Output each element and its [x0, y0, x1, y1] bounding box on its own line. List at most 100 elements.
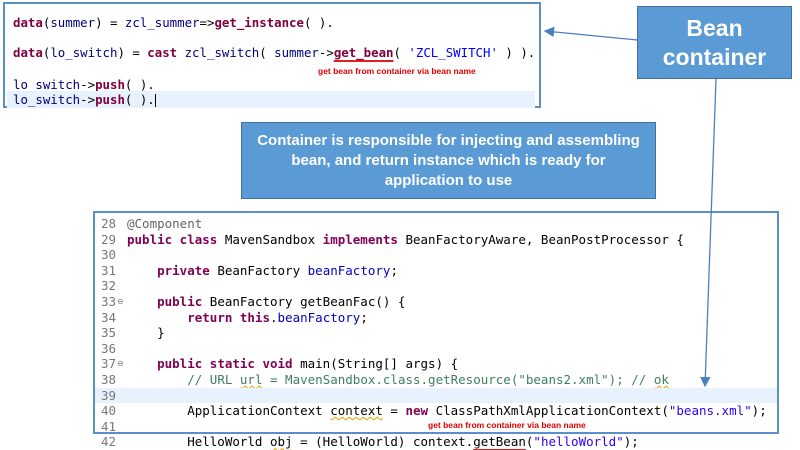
- abap-token: cast: [147, 45, 178, 60]
- abap-token: (: [42, 45, 51, 60]
- code-token: new: [405, 403, 429, 419]
- abap-token: summer: [50, 15, 96, 30]
- abap-token: ->: [80, 77, 96, 92]
- code-token: =: [382, 403, 406, 419]
- java-code-text: public BeanFactory getBeanFac() {: [127, 294, 405, 310]
- java-line-39: 39: [95, 387, 777, 404]
- abap-token: (: [42, 15, 51, 30]
- java-line-31: 31 private BeanFactory beanFactory;: [95, 263, 777, 279]
- java-line-40: 40 ApplicationContext context = new Clas…: [95, 403, 777, 419]
- java-code-text: private BeanFactory beanFactory;: [127, 263, 398, 279]
- abap-token: ( ).: [124, 77, 155, 92]
- code-token: @Component: [127, 216, 203, 231]
- java-line-33: 33⊖ public BeanFactory getBeanFac() {: [95, 294, 777, 310]
- code-token: // URL: [187, 372, 240, 387]
- abap-token: push: [95, 77, 125, 92]
- line-number: 37: [101, 356, 117, 372]
- abap-token: push: [95, 92, 125, 107]
- java-code-text: public static void main(String[] args) {: [127, 356, 458, 372]
- line-number: 39: [101, 387, 117, 403]
- code-token: BeanFactory: [209, 262, 308, 278]
- line-number: 33: [101, 294, 117, 309]
- abap-token: lo_switch: [13, 92, 81, 107]
- bean-container-line-1: Bean: [686, 14, 743, 41]
- code-token: public static void: [157, 356, 293, 372]
- java-code-text: public class MavenSandbox implements Bea…: [127, 232, 684, 248]
- abap-token: (: [393, 45, 409, 60]
- code-token: ;: [390, 262, 398, 278]
- abap-token: zcl_summer: [124, 15, 200, 30]
- description-callout: Container is responsible for injecting a…: [241, 122, 656, 199]
- java-code-text: // URL url = MavenSandbox.class.getResou…: [127, 372, 669, 388]
- text-cursor: [154, 94, 156, 107]
- java-line-28: 28 @Component: [95, 216, 777, 232]
- abap-line-4: lo_switch->push( ).: [7, 91, 535, 108]
- abap-token: ) =: [117, 45, 148, 60]
- java-code-text: ApplicationContext context = new ClassPa…: [127, 403, 767, 419]
- code-token: implements: [322, 231, 398, 247]
- bean-container-line-2: container: [662, 43, 767, 70]
- java-line-30: 30: [95, 247, 777, 263]
- code-token: url: [239, 372, 263, 387]
- abap-token: ) =: [95, 15, 125, 30]
- code-token: .: [270, 309, 278, 325]
- java-line-37: 37⊖ public static void main(String[] arg…: [95, 356, 777, 372]
- code-token: ok: [653, 372, 669, 387]
- code-token: context: [330, 403, 383, 419]
- abap-token: ( ).: [124, 92, 155, 107]
- code-token: ApplicationContext: [127, 403, 331, 419]
- java-line-29: 29 public class MavenSandbox implements B…: [95, 232, 777, 248]
- code-token: public: [157, 294, 203, 309]
- abap-string: 'ZCL_SWITCH': [408, 45, 498, 60]
- line-number: 36: [101, 340, 117, 356]
- java-line-35: 35 }: [95, 325, 777, 341]
- code-token: private: [157, 262, 210, 278]
- abap-token: data: [13, 45, 43, 60]
- code-token: ;: [360, 309, 368, 325]
- java-line-41: 41: [95, 419, 777, 435]
- code-token: = MavenSandbox.class.getResource("beans2…: [262, 372, 654, 387]
- bean-container-callout: Bean container: [637, 6, 792, 79]
- line-number: 38: [101, 372, 117, 387]
- abap-token: ( ).: [303, 15, 334, 30]
- abap-token: =>: [199, 15, 215, 30]
- arrow-to-java: [700, 78, 717, 388]
- fold-toggle-icon[interactable]: ⊖: [117, 297, 124, 306]
- abap-token: ->: [80, 92, 96, 107]
- get-bean-method: get_bean: [333, 45, 394, 60]
- abap-note: get bean from container via bean name: [318, 66, 476, 76]
- java-code-text: }: [127, 325, 165, 341]
- code-token: "beans.xml": [668, 403, 752, 419]
- java-line-38: 38 // URL url = MavenSandbox.class.getRe…: [95, 372, 777, 388]
- code-token: beanFactory: [277, 309, 361, 325]
- description-text: Container is responsible for injecting a…: [257, 131, 640, 189]
- code-token: public class: [127, 231, 218, 247]
- connector-arrows: [543, 26, 717, 388]
- java-code-text: return this.beanFactory;: [127, 310, 368, 326]
- abap-token: lo_switch: [50, 45, 118, 60]
- line-number: 35: [101, 325, 117, 341]
- code-token: BeanFactory getBeanFac() {: [202, 294, 406, 309]
- abap-line-1: data(summer) = zcl_summer=>get_instance(…: [13, 14, 535, 31]
- abap-token: summer: [274, 45, 319, 60]
- line-number: 40: [101, 403, 117, 419]
- code-token: );: [751, 403, 767, 419]
- line-number: 29: [101, 231, 117, 247]
- abap-token: (: [259, 45, 275, 60]
- abap-token: get_instance: [214, 15, 304, 30]
- code-token: beanFactory: [307, 262, 391, 278]
- code-token: BeanFactoryAware, BeanPostProcessor {: [397, 231, 684, 247]
- line-number: 31: [101, 262, 117, 278]
- abap-code-panel: data(summer) = zcl_summer=>get_instance(…: [3, 2, 541, 108]
- abap-line-3: lo_switch->push( ).: [13, 76, 535, 93]
- abap-token: ->: [318, 45, 334, 60]
- abap-token: zcl_switch: [177, 45, 260, 60]
- line-number: 28: [101, 216, 117, 231]
- java-code-text: @Component: [127, 216, 202, 232]
- abap-line-2: data(lo_switch) = cast zcl_switch( summe…: [13, 44, 535, 61]
- abap-token: data: [13, 15, 43, 30]
- code-token: return this: [187, 309, 271, 325]
- java-note: get bean from container via bean name: [428, 419, 586, 430]
- fold-toggle-icon[interactable]: ⊖: [117, 359, 124, 369]
- line-number: 41: [101, 418, 117, 434]
